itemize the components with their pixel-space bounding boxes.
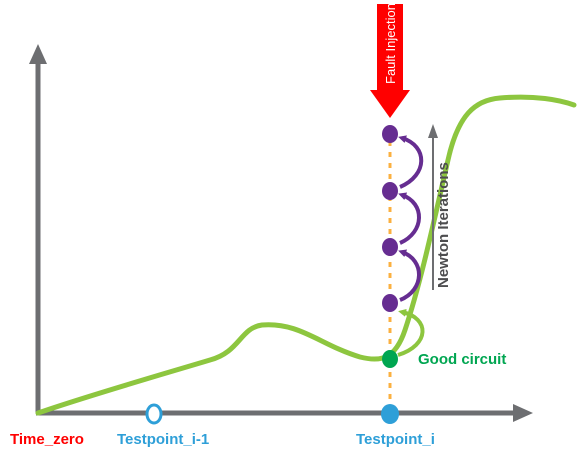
newton-step-arrow [398,249,421,302]
x-axis-arrowhead [513,404,533,422]
testpoint-curr-marker [381,404,399,424]
iteration-dot [382,238,398,256]
good-circuit-label: Good circuit [418,351,507,368]
fault-injection-label: Fault Injection [383,3,398,84]
iteration-dot [382,182,398,200]
good-circuit-arrow [397,308,425,357]
y-axis-arrowhead [29,44,47,64]
testpoint-prev-label: Testpoint_i-1 [117,431,210,448]
iteration-dot [382,294,398,312]
time-zero-label: Time_zero [10,431,84,448]
testpoint-prev-marker [145,403,163,425]
newton-iterations-label: Newton Iterations [435,162,452,288]
iteration-dot [382,125,398,143]
testpoint-curr-label: Testpoint_i [356,431,435,448]
fault-injection-arrow: Fault Injection [370,3,410,118]
newton-step-arrow [398,192,421,245]
newton-step-arrow [398,135,424,189]
good-circuit-dot [382,350,398,368]
newton-iterations-arrowhead [428,124,438,138]
